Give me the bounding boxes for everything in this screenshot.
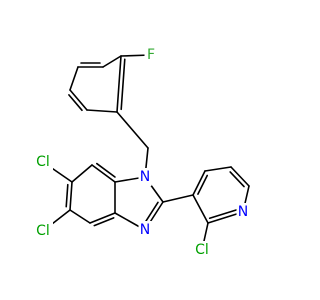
single-bond [116,111,149,149]
single-bond [192,194,209,224]
double-bond [89,212,116,224]
double-bond-inner [197,174,209,195]
atom-label-f: F [147,47,155,63]
double-bond [91,164,116,183]
single-bond [69,66,79,91]
atom-label-background [144,46,158,64]
atom-label-background [192,241,212,259]
atom-label-npyr: N [238,204,248,220]
single-bond [204,166,232,172]
double-bond-inner [65,183,69,208]
double-bond-inner [120,58,126,111]
double-bond-inner [229,171,245,188]
double-bond [230,166,250,187]
atom-label-background [138,221,152,239]
double-bond-inner [208,208,240,220]
atom-label-cl5: Cl [36,223,50,239]
atom-label-n1: N [140,169,150,185]
atom-label-background [33,222,53,240]
atom-label-background [33,153,53,171]
bond-layer [42,54,250,251]
atom-label-clpyr: Cl [195,242,209,258]
double-bond [69,89,88,111]
single-bond [71,164,93,183]
double-bond-inner [93,217,115,227]
double-bond-inner [68,94,83,112]
single-bond [162,194,194,203]
double-bond [116,55,122,113]
atom-label-background [236,203,250,221]
double-bond [69,181,73,211]
atom-label-cl6: Cl [36,154,50,170]
double-bond [192,170,206,196]
single-bond [69,209,91,224]
atom-label-background [138,168,152,186]
single-bond [102,55,122,68]
atom-label-n3: N [140,222,150,238]
double-bond-inner [95,162,116,178]
single-bond [86,109,118,113]
